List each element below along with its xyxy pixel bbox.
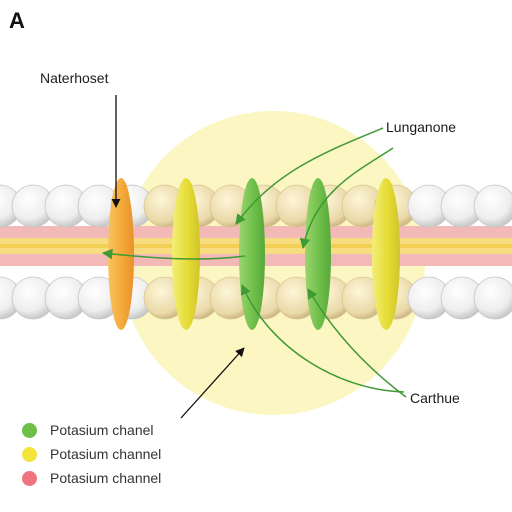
lunganone-label: Lunganone: [386, 119, 457, 135]
flux-arrow-left: [101, 248, 246, 260]
channel-yellow-1: [172, 178, 200, 330]
legend-item: Potasium channel: [22, 466, 161, 490]
naterhoset-label: Naterhoset: [40, 70, 109, 86]
legend: Potasium chanel Potasium channel Potasiu…: [22, 418, 161, 490]
legend-item: Potasium chanel: [22, 418, 161, 442]
panel-letter: A: [9, 8, 25, 33]
legend-swatch-green: [22, 422, 37, 438]
legend-label: Potasium channel: [50, 446, 162, 462]
channel-green-2: [305, 178, 331, 330]
pointer-arrow: [180, 347, 245, 419]
lunganone-arrow-1: [235, 127, 384, 225]
legend-swatch-red: [22, 470, 37, 486]
legend-label: Potasium chanel: [50, 422, 154, 438]
carthue-arrow-2: [307, 288, 407, 398]
carthue-arrow-1: [240, 284, 405, 393]
lipid-head: [473, 276, 512, 320]
channel-yellow-2: [372, 178, 400, 330]
legend-item: Potasium channel: [22, 442, 161, 466]
lipid-head: [473, 184, 512, 228]
channel-orange: [108, 178, 134, 330]
lunganone-arrow-2: [299, 147, 394, 250]
channel-green-1: [239, 178, 265, 330]
legend-label: Potasium channel: [50, 470, 162, 486]
carthue-label: Carthue: [410, 390, 460, 406]
legend-swatch-yellow: [22, 446, 37, 462]
